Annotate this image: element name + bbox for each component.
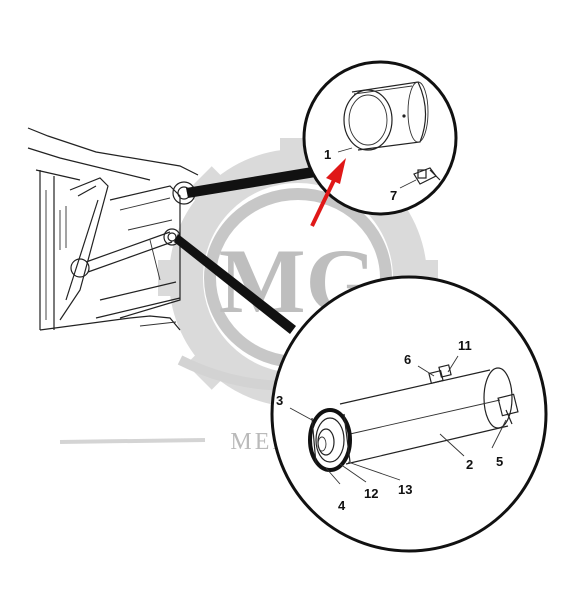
- callout-5: 5: [496, 454, 503, 469]
- detail-leaders: [174, 166, 322, 334]
- callout-2: 2: [466, 457, 473, 472]
- callout-12: 12: [364, 486, 378, 501]
- detail-view-pin: 3 6 11 2 5 13 12 4: [270, 275, 548, 553]
- callout-1: 1: [324, 147, 331, 162]
- callout-3: 3: [276, 393, 283, 408]
- callout-6: 6: [404, 352, 411, 367]
- callout-11: 11: [458, 338, 472, 353]
- pin-part-2: [339, 367, 513, 465]
- callout-7: 7: [390, 188, 397, 203]
- detail-view-bushing: 1 7: [302, 60, 458, 216]
- loader-frame: [27, 127, 199, 331]
- callout-4: 4: [338, 498, 346, 513]
- end-washers-3-4-12-13: [308, 408, 352, 472]
- grease-nipple-7: [413, 167, 441, 185]
- end-bolt-5: [497, 393, 519, 425]
- callout-13: 13: [398, 482, 412, 497]
- bushing-part-1: [343, 81, 429, 151]
- red-arrow-indicator: [310, 158, 346, 227]
